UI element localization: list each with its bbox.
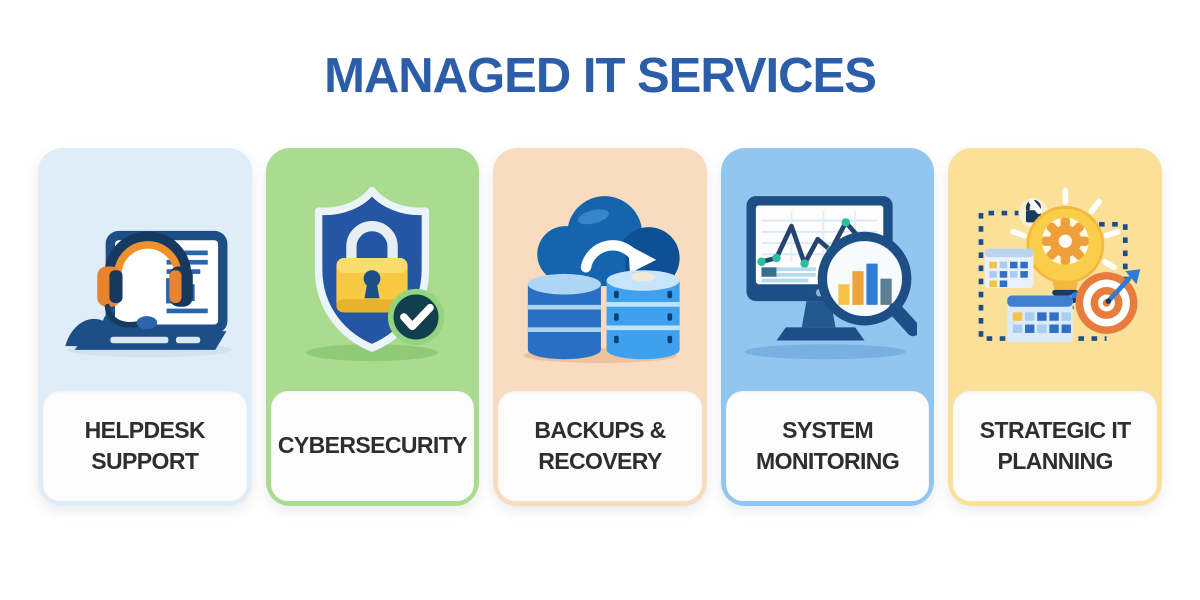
card-helpdesk-support: HELPDESK SUPPORT: [38, 148, 252, 506]
card-label-panel: CYBERSECURITY: [270, 391, 475, 501]
card-label: SYSTEM MONITORING: [756, 416, 900, 474]
shield-lock-check-icon: [266, 148, 480, 391]
monitor-analytics-magnifier-icon: [721, 148, 935, 391]
card-system-monitoring: SYSTEM MONITORING: [720, 148, 935, 506]
cloud-database-sync-svg: [523, 195, 680, 363]
db-stack-left: [527, 273, 601, 359]
db-stack-right: [606, 269, 680, 359]
monitor-analytics-magnifier-svg: [744, 195, 917, 359]
service-cards-row: HELPDESK SUPPORT CYB: [38, 148, 1162, 506]
shield-lock-check-svg: [306, 186, 445, 361]
lightbulb-gear-plan-target-icon: [948, 148, 1162, 391]
card-label-panel: BACKUPS & RECOVERY: [498, 391, 702, 501]
calendar-large: [1007, 294, 1073, 342]
card-backups-recovery: BACKUPS & RECOVERY: [493, 148, 707, 506]
card-label-panel: HELPDESK SUPPORT: [43, 391, 247, 501]
card-label: CYBERSECURITY: [277, 432, 468, 459]
card-label: HELPDESK SUPPORT: [84, 416, 206, 474]
card-strategic-it-planning: STRATEGIC IT PLANNING: [948, 148, 1162, 506]
lightbulb-gear-plan-target-svg: [978, 187, 1141, 342]
card-label: STRATEGIC IT PLANNING: [979, 416, 1131, 474]
card-cybersecurity: CYBERSECURITY: [265, 148, 480, 506]
card-label-panel: SYSTEM MONITORING: [725, 391, 930, 501]
card-label: BACKUPS & RECOVERY: [534, 416, 666, 474]
target-dart: [1075, 268, 1141, 334]
card-label-panel: STRATEGIC IT PLANNING: [953, 391, 1157, 501]
headset-laptop-svg: [65, 230, 232, 357]
cloud-database-sync-icon: [493, 148, 707, 391]
headset-laptop-icon: [38, 148, 252, 391]
page-title: MANAGED IT SERVICES: [324, 49, 877, 103]
calendar-small: [984, 248, 1034, 288]
